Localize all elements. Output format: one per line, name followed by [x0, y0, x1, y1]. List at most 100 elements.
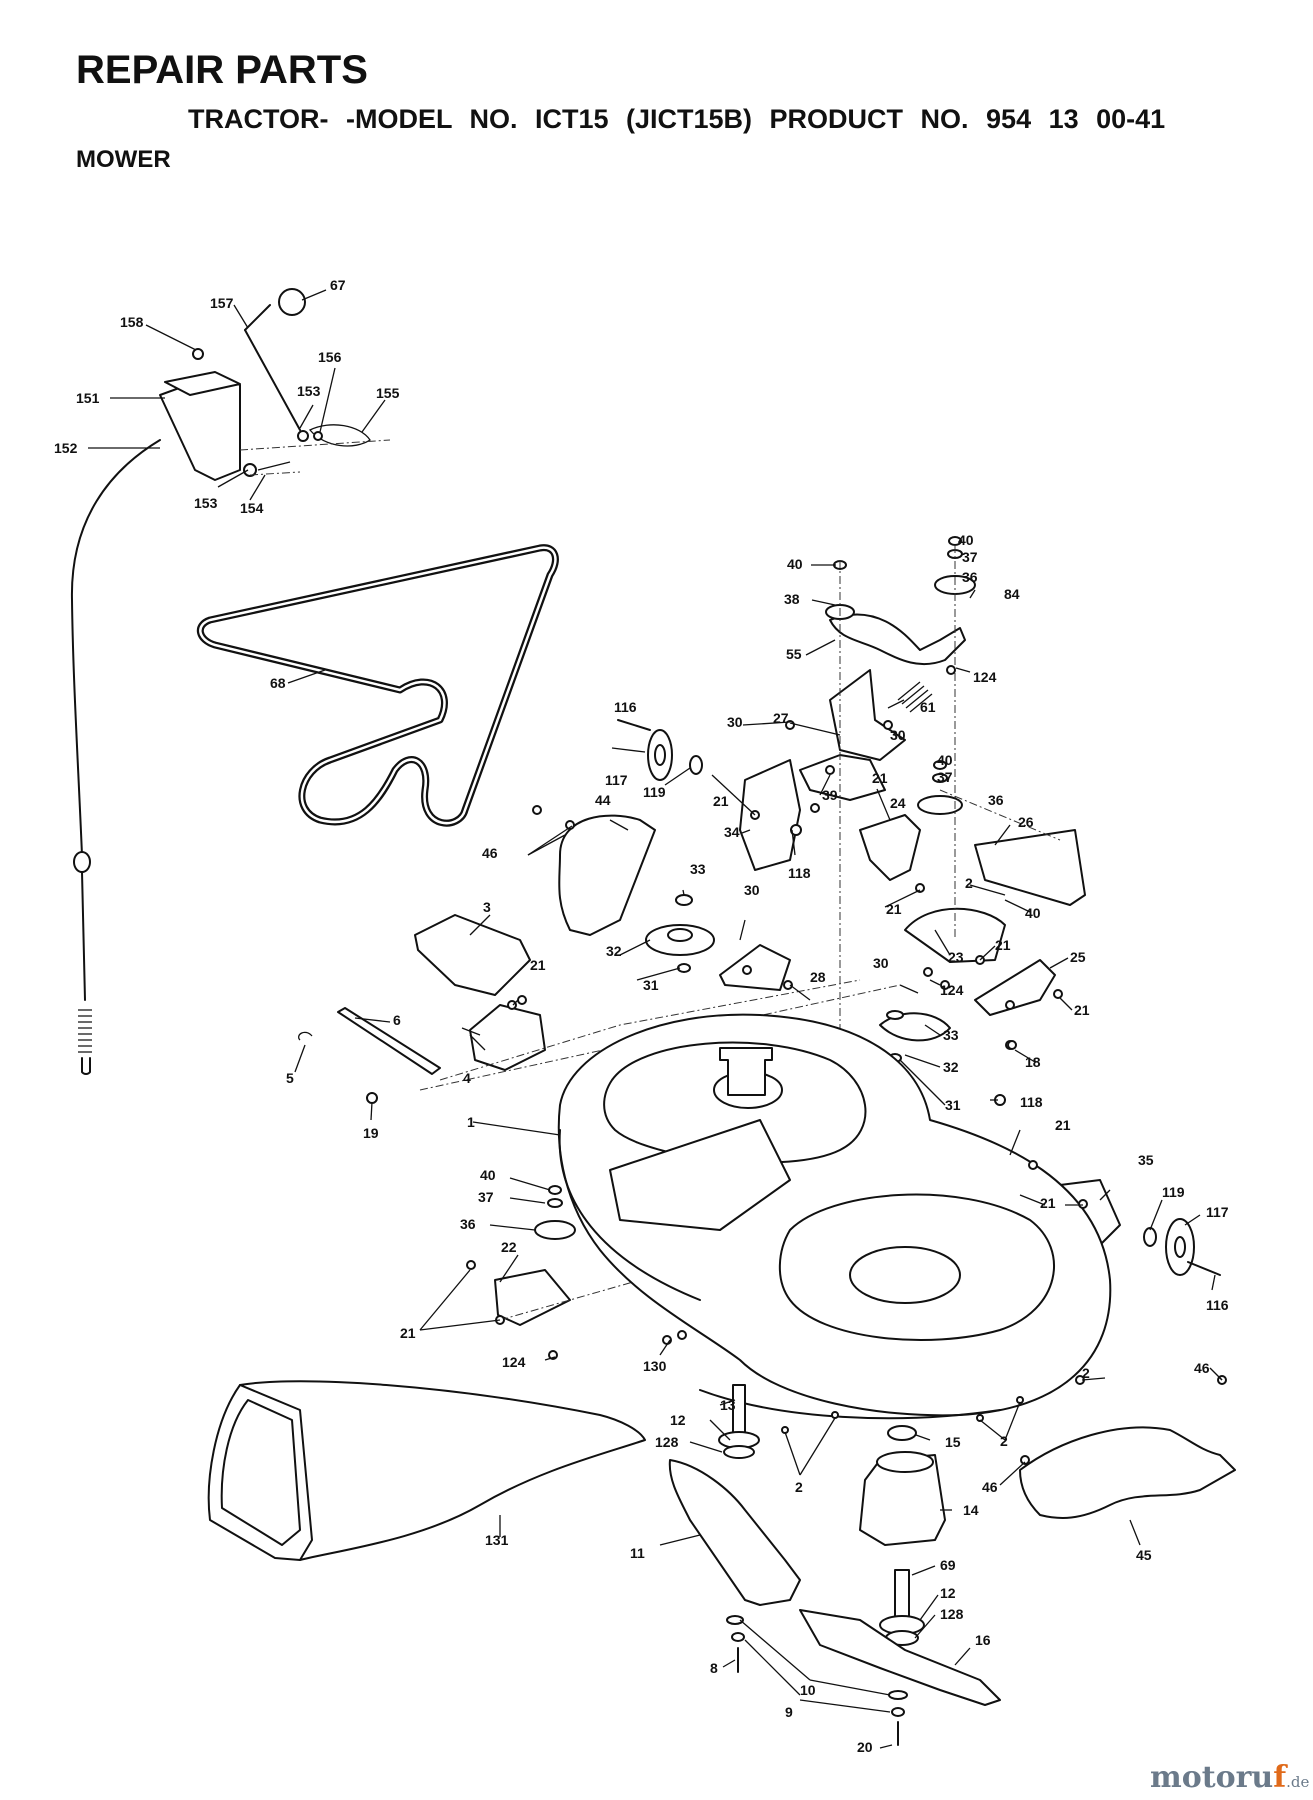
- label-30-a: 30: [727, 714, 743, 730]
- label-23: 23: [948, 949, 964, 965]
- label-3: 3: [483, 899, 491, 915]
- washer-37-low: [547, 1198, 563, 1208]
- label-25: 25: [1070, 949, 1086, 965]
- label-69: 69: [940, 1557, 956, 1573]
- wheel-117-left-hub: [654, 744, 666, 766]
- idler-centerlines: [839, 545, 1061, 1270]
- label-84: 84: [1004, 586, 1020, 602]
- lift-lever-assembly: [70, 288, 391, 1075]
- label-155: 155: [376, 385, 400, 401]
- label-21-e: 21: [530, 957, 546, 973]
- label-130: 130: [643, 1358, 667, 1374]
- pin-154: [257, 461, 291, 471]
- nut-40-mid: [933, 760, 947, 770]
- label-21-h: 21: [1040, 1195, 1056, 1211]
- label-2-a: 2: [965, 875, 973, 891]
- label-156: 156: [318, 349, 342, 365]
- label-12-a: 12: [670, 1412, 686, 1428]
- label-45: 45: [1136, 1547, 1152, 1563]
- pulley-36-low: [534, 1220, 576, 1240]
- label-21-a: 21: [713, 793, 729, 809]
- label-36-top: 36: [962, 569, 978, 585]
- label-2-d: 2: [795, 1479, 803, 1495]
- grass-chute: [207, 1380, 646, 1561]
- spacer-128-left: [723, 1445, 755, 1459]
- deck-shell: [557, 1013, 1112, 1417]
- label-2-c: 2: [1000, 1433, 1008, 1449]
- mower-deck: [557, 1013, 1112, 1420]
- label-67: 67: [330, 277, 346, 293]
- label-4: 4: [463, 1070, 471, 1086]
- label-13: 13: [720, 1397, 736, 1413]
- label-5: 5: [286, 1070, 294, 1086]
- label-35: 35: [1138, 1152, 1154, 1168]
- link-6: [337, 1007, 441, 1075]
- page-title: REPAIR PARTS: [76, 48, 368, 92]
- washer-9-right: [891, 1707, 905, 1717]
- label-37-mid: 37: [937, 769, 953, 785]
- bolt-158: [192, 348, 204, 360]
- bracket-4: [469, 1004, 546, 1071]
- spacer-119-left: [689, 755, 703, 775]
- washer-9-left: [731, 1632, 745, 1642]
- bracket-34: [739, 759, 801, 871]
- label-55: 55: [786, 646, 802, 662]
- wheel-117-right-hub: [1174, 1236, 1186, 1258]
- label-124-low: 124: [502, 1354, 526, 1370]
- label-21-d: 21: [995, 937, 1011, 953]
- label-30-d: 30: [873, 955, 889, 971]
- washer-37-mid: [932, 773, 948, 783]
- label-16: 16: [975, 1632, 991, 1648]
- label-12-b: 12: [940, 1585, 956, 1601]
- cable-end-rod: [81, 871, 86, 1001]
- handle-knob: [278, 288, 306, 316]
- washer-10-left: [726, 1615, 744, 1625]
- bracket-26: [974, 829, 1086, 906]
- cable-spring: [78, 1009, 92, 1053]
- washer-153a: [297, 430, 309, 442]
- label-21-f: 21: [1074, 1002, 1090, 1018]
- chute-body: [239, 1380, 646, 1561]
- label-131: 131: [485, 1532, 509, 1548]
- label-32-b: 32: [943, 1059, 959, 1075]
- handle-top: [244, 304, 271, 331]
- idler-assembly: [799, 536, 1086, 1270]
- label-21-b: 21: [872, 770, 888, 786]
- lift-cable: [70, 439, 161, 856]
- label-22: 22: [501, 1239, 517, 1255]
- label-68: 68: [270, 675, 286, 691]
- label-128-b: 128: [940, 1606, 964, 1622]
- spring-155: [308, 424, 371, 447]
- washer-156: [313, 431, 323, 441]
- belt-inner: [199, 546, 557, 825]
- bracket-top: [164, 371, 241, 396]
- cable-ferrule: [73, 851, 91, 873]
- label-31-b: 31: [945, 1097, 961, 1113]
- leader-lines: [88, 289, 1223, 1749]
- guard-44: [558, 814, 656, 936]
- nut-33-left: [675, 894, 693, 906]
- blade-11: [668, 1459, 801, 1606]
- bolt-116-right: [1187, 1261, 1221, 1276]
- bracket-3: [414, 914, 531, 996]
- label-151: 151: [76, 390, 100, 406]
- bracket-24: [859, 814, 921, 881]
- label-33-b: 33: [943, 1027, 959, 1043]
- spindle-housing-top: [876, 1451, 934, 1473]
- label-44: 44: [595, 792, 611, 808]
- label-118-b: 118: [1020, 1094, 1043, 1110]
- label-6: 6: [393, 1012, 401, 1028]
- pulley-32-left-hub: [667, 928, 693, 942]
- watermark-logo: motoruf.de: [1150, 1760, 1310, 1795]
- label-117-right: 117: [1206, 1204, 1229, 1220]
- bracket-27: [829, 669, 906, 761]
- label-37-low: 37: [478, 1189, 494, 1205]
- label-116-left: 116: [614, 699, 637, 715]
- label-1: 1: [467, 1114, 475, 1130]
- label-31-a: 31: [643, 977, 659, 993]
- assembly-centerline: [239, 439, 391, 476]
- label-32-a: 32: [606, 943, 622, 959]
- label-11: 11: [630, 1545, 645, 1561]
- label-20: 20: [857, 1739, 873, 1755]
